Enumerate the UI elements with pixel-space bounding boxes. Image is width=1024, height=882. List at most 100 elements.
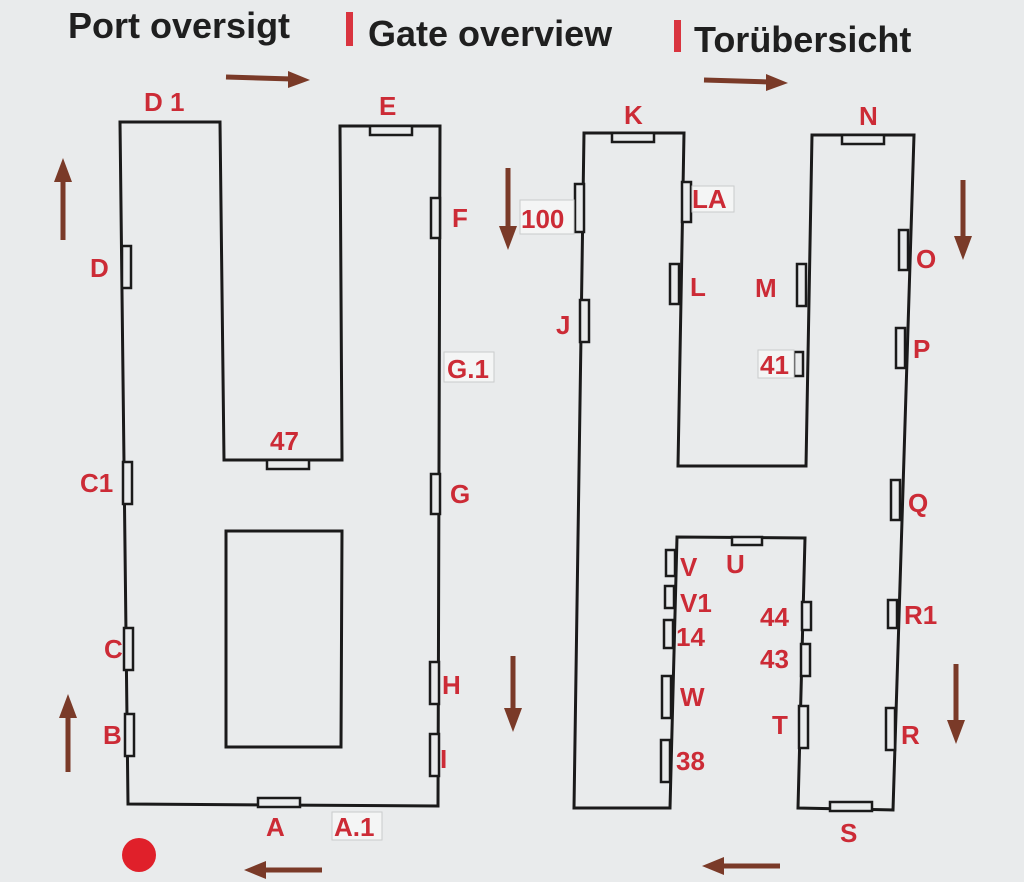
- gate-label-k: K: [624, 100, 643, 130]
- arrow-down-icon: [954, 180, 972, 260]
- door-m: [795, 262, 808, 308]
- door-i: [428, 732, 441, 778]
- gate-label-i: I: [440, 744, 447, 774]
- gate-label-38: 38: [676, 746, 705, 776]
- title-danish: Port oversigt: [68, 5, 290, 46]
- gate-label-14: 14: [676, 622, 705, 652]
- arrow-up-icon: [59, 694, 77, 772]
- door-p: [894, 326, 907, 370]
- right-building-outline: [572, 131, 916, 812]
- door-la: [680, 180, 693, 224]
- door-u: [730, 535, 764, 547]
- gate-label-a: A: [266, 812, 285, 842]
- arrow-up-icon: [54, 158, 72, 240]
- left-building: [118, 120, 442, 808]
- gate-doors: [120, 124, 910, 813]
- title-separator-2: [674, 20, 681, 52]
- gate-label-r: R: [901, 720, 920, 750]
- door-w: [660, 674, 673, 720]
- door-14: [662, 618, 675, 650]
- gate-label-n: N: [859, 101, 878, 131]
- door-47: [265, 458, 311, 471]
- door-e: [368, 124, 414, 137]
- left-building-outline: [118, 120, 442, 808]
- arrow-down-icon: [947, 664, 965, 744]
- gate-label-s: S: [840, 818, 857, 848]
- door-v: [664, 548, 677, 578]
- gate-label-u: U: [726, 549, 745, 579]
- gate-label-a1: A.1: [334, 812, 374, 842]
- door-100: [573, 182, 586, 234]
- gate-label-b: B: [103, 720, 122, 750]
- sign-title: Port oversigt Gate overview Torübersicht: [68, 5, 911, 60]
- gate-label-r1: R1: [904, 600, 937, 630]
- gate-label-j: J: [556, 310, 570, 340]
- title-english: Gate overview: [368, 13, 613, 54]
- door-t: [797, 704, 810, 750]
- plate-100: [519, 199, 575, 235]
- door-q: [889, 478, 902, 522]
- door-44: [800, 600, 813, 632]
- direction-arrows: [54, 71, 972, 879]
- door-s: [828, 800, 874, 813]
- door-j: [578, 298, 591, 344]
- plate-g1: [443, 351, 495, 383]
- gate-label-c: C: [104, 634, 123, 664]
- arrow-left-icon: [244, 861, 322, 879]
- door-l: [668, 262, 681, 306]
- plate-la: [691, 185, 735, 213]
- gate-label-m: M: [755, 273, 777, 303]
- door-a: [256, 796, 302, 809]
- gate-label-l: L: [690, 272, 706, 302]
- arrow-right-icon: [703, 74, 788, 91]
- you-are-here-dot: [122, 838, 156, 872]
- door-43: [799, 642, 812, 678]
- gate-label-o: O: [916, 244, 936, 274]
- label-plates: [331, 185, 795, 841]
- door-v1: [663, 584, 676, 610]
- gate-label-t: T: [772, 710, 788, 740]
- gate-label-v1: V1: [680, 588, 712, 618]
- gate-label-g1: G.1: [447, 354, 489, 384]
- gate-label-g: G: [450, 479, 470, 509]
- title-separator-1: [346, 12, 353, 46]
- gate-label-h: H: [442, 670, 461, 700]
- gate-label-c1: C1: [80, 468, 113, 498]
- door-f: [429, 196, 442, 240]
- gate-label-q: Q: [908, 488, 928, 518]
- door-41: [792, 350, 805, 378]
- door-c1: [121, 460, 134, 506]
- gate-label-d1: D 1: [144, 87, 184, 117]
- right-building: [572, 131, 916, 812]
- door-d: [120, 244, 133, 290]
- gate-label-44: 44: [760, 602, 789, 632]
- gate-label-la: LA: [692, 184, 727, 214]
- gate-label-e: E: [379, 91, 396, 121]
- door-g: [429, 472, 442, 516]
- gate-labels: D 1 E F D G.1 47 C1 G C H B I A A.1 K LA…: [80, 87, 937, 848]
- door-r1: [886, 598, 899, 630]
- arrow-left-icon: [702, 857, 780, 875]
- gate-label-w: W: [680, 682, 705, 712]
- arrow-down-icon: [504, 656, 522, 732]
- door-b: [123, 712, 136, 758]
- door-n: [840, 133, 886, 146]
- arrow-right-icon: [225, 71, 310, 88]
- gate-label-f: F: [452, 203, 468, 233]
- door-38: [659, 738, 672, 784]
- gate-label-43: 43: [760, 644, 789, 674]
- arrow-down-icon: [499, 168, 517, 250]
- title-german: Torübersicht: [694, 19, 911, 60]
- gate-label-v: V: [680, 552, 698, 582]
- gate-label-p: P: [913, 334, 930, 364]
- door-c: [122, 626, 135, 672]
- left-building-inner-court: [224, 529, 344, 749]
- door-h: [428, 660, 441, 706]
- gate-label-41: 41: [760, 350, 789, 380]
- door-o: [897, 228, 910, 272]
- door-r: [884, 706, 897, 752]
- door-k: [610, 131, 656, 144]
- plate-a1: [331, 811, 383, 841]
